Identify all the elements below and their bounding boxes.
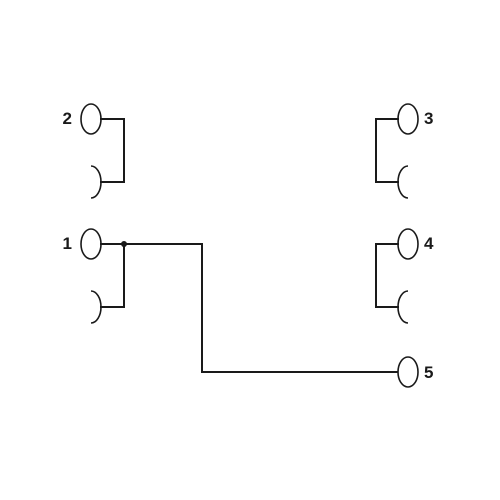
terminal-3-socket: [397, 165, 409, 199]
terminal-3-pin: [397, 103, 419, 135]
terminal-1-pin: [80, 228, 102, 260]
terminal-group-4: 4: [375, 228, 434, 324]
terminal-5-pin: [397, 356, 419, 388]
terminal-4-pin: [397, 228, 419, 260]
terminal-label-4: 4: [424, 234, 434, 253]
terminal-2-socket: [90, 165, 102, 199]
bridge-wire-4: [375, 243, 399, 308]
terminal-group-2: 2: [63, 103, 125, 199]
terminal-label-5: 5: [424, 363, 433, 382]
terminal-2-pin: [80, 103, 102, 135]
terminal-label-3: 3: [424, 109, 433, 128]
link-wire-1-to-5: [123, 243, 399, 373]
bridge-wire-3: [375, 118, 399, 183]
terminal-4-socket: [397, 290, 409, 324]
bridge-wire-1: [100, 243, 125, 308]
terminal-group-1: 1: [63, 228, 399, 373]
terminal-group-5: 5: [397, 356, 433, 388]
terminal-1-socket: [90, 290, 102, 324]
terminal-group-3: 3: [375, 103, 433, 199]
bridge-wire-2: [100, 118, 125, 183]
terminal-label-2: 2: [63, 109, 72, 128]
terminal-label-1: 1: [63, 234, 72, 253]
